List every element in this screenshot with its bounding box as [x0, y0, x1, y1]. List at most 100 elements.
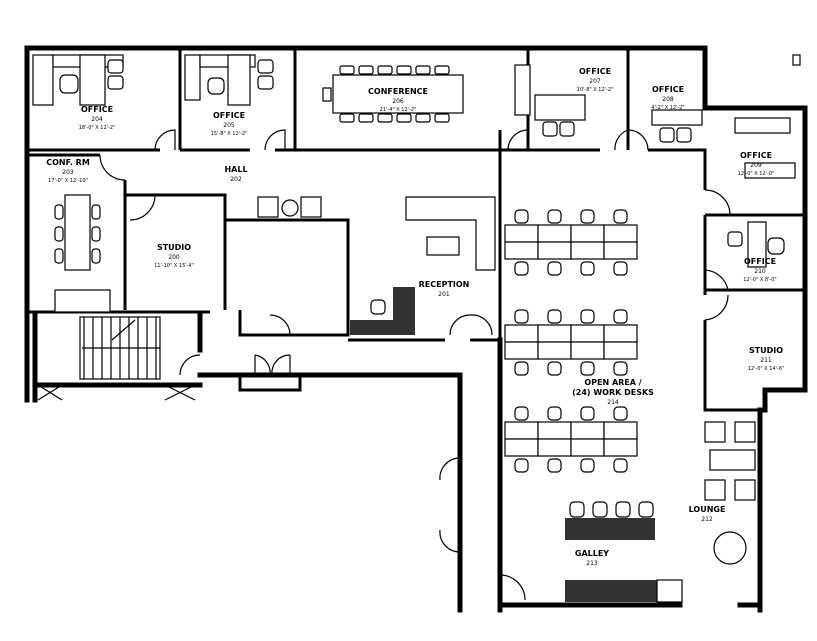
svg-text:STUDIO: STUDIO [157, 243, 191, 252]
work-desk [537, 421, 572, 440]
work-desk [570, 241, 605, 260]
work-desk [603, 241, 638, 260]
desk-chair [613, 261, 628, 276]
desk-chair [547, 261, 562, 276]
svg-text:15'-8" X 12'-2": 15'-8" X 12'-2" [211, 131, 248, 137]
desk-chair [514, 361, 529, 376]
svg-text:208: 208 [662, 96, 674, 103]
conference-chair [339, 113, 355, 123]
conf-rm-chair [54, 248, 64, 264]
conference-chair [415, 113, 431, 123]
svg-text:OFFICE: OFFICE [740, 151, 772, 160]
svg-text:214: 214 [607, 399, 619, 406]
conf-rm-chair [91, 226, 101, 242]
work-desk [570, 324, 605, 343]
room-office-205: OFFICE 205 15'-8" X 12'-2" [211, 111, 248, 137]
desk-chair [547, 309, 562, 324]
work-desk [504, 241, 539, 260]
room-lounge-212: LOUNGE 212 [689, 505, 726, 523]
desk-chair [514, 458, 529, 473]
desk-chair [547, 209, 562, 224]
work-desk [537, 241, 572, 260]
svg-text:11'-10" X 15'-4": 11'-10" X 15'-4" [154, 263, 194, 269]
conf-rm-chair [54, 204, 64, 220]
svg-text:213: 213 [586, 560, 598, 567]
conference-chair [358, 113, 374, 123]
room-open-area-214: OPEN AREA / (24) WORK DESKS 214 [572, 378, 654, 406]
desk-chair [580, 209, 595, 224]
svg-text:205: 205 [223, 122, 235, 129]
desk-chair [580, 458, 595, 473]
conference-chair [415, 65, 431, 75]
svg-text:12'-0" X 14'-6": 12'-0" X 14'-6" [748, 366, 785, 372]
room-office-204: OFFICE 204 18'-0" X 12'-2" [79, 105, 116, 131]
desk-chair [580, 309, 595, 324]
work-desk [603, 224, 638, 243]
svg-text:206: 206 [392, 98, 404, 105]
work-desk [504, 421, 539, 440]
svg-text:18'-0" X 12'-2": 18'-0" X 12'-2" [79, 125, 116, 131]
work-desk [504, 438, 539, 457]
svg-text:STUDIO: STUDIO [749, 346, 783, 355]
svg-text:200: 200 [168, 254, 180, 261]
svg-text:HALL: HALL [224, 165, 247, 174]
work-desk [537, 438, 572, 457]
desk-chair [547, 361, 562, 376]
exterior-walls [24, 45, 808, 613]
conf-rm-chair [91, 248, 101, 264]
room-office-208: OFFICE 208 4'-2" X 12'-2" [651, 85, 684, 111]
svg-text:12'-0" X 12'-0": 12'-0" X 12'-0" [738, 171, 775, 177]
svg-text:(24) WORK DESKS: (24) WORK DESKS [572, 388, 654, 397]
desk-chair [613, 458, 628, 473]
svg-text:OFFICE: OFFICE [579, 67, 611, 76]
svg-text:OFFICE: OFFICE [81, 105, 113, 114]
desk-chair [613, 309, 628, 324]
work-desk [504, 324, 539, 343]
svg-text:CONF. RM: CONF. RM [46, 158, 90, 167]
conference-chair [358, 65, 374, 75]
room-conf-rm-203: CONF. RM 203 17'-0" X 12'-10" [46, 158, 90, 184]
conference-chair [434, 65, 450, 75]
galley-stool [569, 501, 585, 518]
work-desk [537, 324, 572, 343]
desk-chair [514, 209, 529, 224]
conference-chair [339, 65, 355, 75]
work-desk [504, 341, 539, 360]
svg-text:RECEPTION: RECEPTION [419, 280, 470, 289]
svg-text:10'-8" X 12'-2": 10'-8" X 12'-2" [577, 87, 614, 93]
conference-chair [377, 113, 393, 123]
room-galley-213: GALLEY 213 [575, 549, 609, 567]
svg-text:17'-0" X 12'-10": 17'-0" X 12'-10" [48, 178, 88, 184]
desk-chair [613, 209, 628, 224]
furniture [32, 54, 801, 603]
work-desk [603, 421, 638, 440]
desk-chair [514, 406, 529, 421]
svg-text:210: 210 [754, 268, 766, 275]
svg-text:204: 204 [91, 116, 103, 123]
galley-stool [592, 501, 608, 518]
room-reception-201: RECEPTION 201 [419, 280, 470, 298]
desk-chair [580, 406, 595, 421]
conf-rm-chair [91, 204, 101, 220]
room-studio-211: STUDIO 211 12'-0" X 14'-6" [748, 346, 785, 372]
galley-stool [615, 501, 631, 518]
work-desk [570, 341, 605, 360]
svg-text:LOUNGE: LOUNGE [689, 505, 726, 514]
work-desk [504, 224, 539, 243]
svg-text:207: 207 [589, 78, 601, 85]
work-desk [603, 341, 638, 360]
desk-chair [580, 361, 595, 376]
desk-chair [580, 261, 595, 276]
svg-text:GALLEY: GALLEY [575, 549, 609, 558]
work-desk [603, 438, 638, 457]
conference-chair [396, 65, 412, 75]
svg-text:202: 202 [230, 176, 242, 183]
room-conference-206: CONFERENCE 206 21'-4" X 12'-2" [368, 87, 428, 113]
svg-text:4'-2" X 12'-2": 4'-2" X 12'-2" [651, 105, 684, 111]
room-studio-200: STUDIO 200 11'-10" X 15'-4" [154, 243, 194, 269]
svg-text:OFFICE: OFFICE [744, 257, 776, 266]
desk-chair [547, 406, 562, 421]
conference-chair [396, 113, 412, 123]
desk-chair [613, 361, 628, 376]
